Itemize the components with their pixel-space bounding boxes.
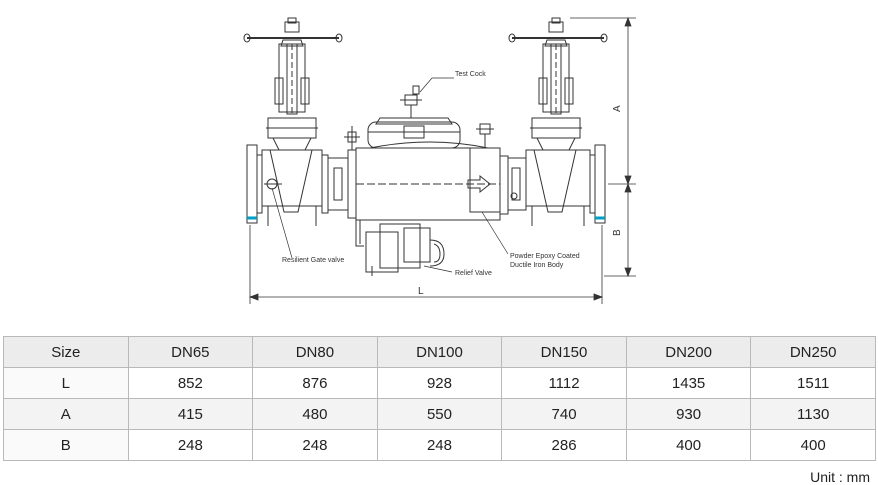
leader-lines <box>271 77 509 273</box>
dimension-table: Size DN65 DN80 DN100 DN150 DN200 DN250 L… <box>3 336 876 461</box>
header-dn250: DN250 <box>750 336 876 368</box>
table-cell: 550 <box>376 398 503 430</box>
label-body-line1: Powder Epoxy Coated <box>510 253 580 260</box>
table-cell: 928 <box>376 367 503 399</box>
dim-label-b: B <box>612 229 623 236</box>
row-label: B <box>3 429 129 461</box>
label-test-cock: Test Cock <box>455 71 486 78</box>
valve-assembly-drawing: Test Cock Resilient Gate valve Powder Ep… <box>243 16 636 304</box>
header-dn200: DN200 <box>625 336 752 368</box>
table-cell: 1435 <box>625 367 752 399</box>
table-cell: 415 <box>127 398 254 430</box>
test-cock-top <box>400 85 422 118</box>
header-dn100: DN100 <box>376 336 503 368</box>
label-resilient-gate-valve: Resilient Gate valve <box>282 257 344 264</box>
main-body <box>355 117 501 221</box>
dim-label-l: L <box>418 286 424 297</box>
unit-note: Unit : mm <box>810 469 870 485</box>
dimension-lines <box>248 16 636 304</box>
table-cell: 740 <box>501 398 627 430</box>
table-cell: 248 <box>127 429 254 461</box>
header-size: Size <box>3 336 129 368</box>
label-relief-valve: Relief Valve <box>455 270 492 277</box>
relief-valve <box>355 220 445 276</box>
header-dn80: DN80 <box>252 336 378 368</box>
left-gate-valve <box>243 17 343 226</box>
table-row-b: B 248 248 248 286 400 400 <box>3 429 876 461</box>
right-coupling <box>499 155 527 215</box>
header-dn65: DN65 <box>127 336 254 368</box>
dim-label-a: A <box>612 105 623 112</box>
table-cell: 480 <box>252 398 378 430</box>
table-row-a: A 415 480 550 740 930 1130 <box>3 398 876 430</box>
table-cell: 1511 <box>750 367 876 399</box>
table-cell: 400 <box>625 429 752 461</box>
row-label: A <box>3 398 129 430</box>
table-cell: 1130 <box>750 398 876 430</box>
table-row-l: L 852 876 928 1112 1435 1511 <box>3 367 876 399</box>
label-body-line2: Ductile Iron Body <box>510 262 564 269</box>
header-dn150: DN150 <box>501 336 627 368</box>
right-gate-valve <box>508 17 608 226</box>
table-cell: 876 <box>252 367 378 399</box>
table-cell: 1112 <box>501 367 627 399</box>
table-header-row: Size DN65 DN80 DN100 DN150 DN200 DN250 <box>3 336 876 368</box>
table-cell: 852 <box>127 367 254 399</box>
table-cell: 248 <box>376 429 503 461</box>
table-cell: 400 <box>750 429 876 461</box>
left-coupling <box>327 126 360 219</box>
test-cock-right <box>476 123 494 148</box>
table-cell: 286 <box>501 429 627 461</box>
table-cell: 248 <box>252 429 378 461</box>
row-label: L <box>3 367 129 399</box>
table-cell: 930 <box>625 398 752 430</box>
